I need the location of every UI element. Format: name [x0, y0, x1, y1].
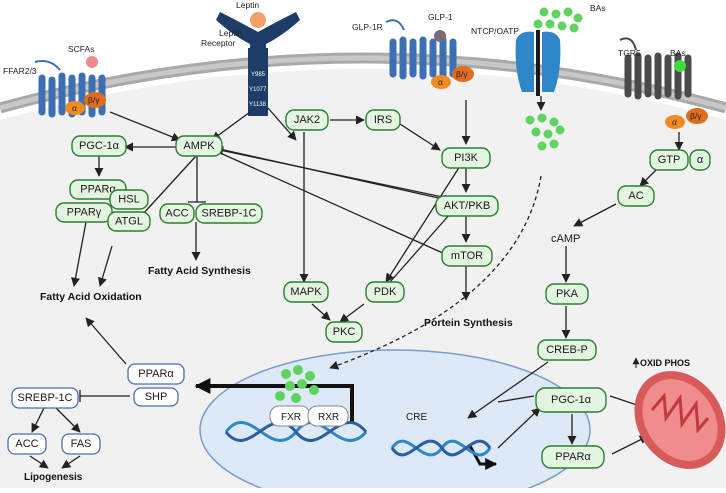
tgr5-label: TGR5 — [618, 48, 641, 58]
cre-label: CRE — [406, 412, 427, 423]
node-atgl: ATGL — [107, 211, 151, 232]
svg-text:PKA: PKA — [556, 288, 579, 300]
lipogenesis-label: Lipogenesis — [24, 472, 83, 483]
svg-text:CREB-P: CREB-P — [546, 344, 588, 356]
bas-tgr5-label: BAs — [670, 48, 686, 58]
glp1r-receptor-icon — [385, 19, 474, 89]
svg-text:SREBP-1C: SREBP-1C — [17, 392, 72, 404]
node-gtp-alpha: α — [689, 149, 711, 171]
node-ppara-lower: PPARα — [127, 363, 185, 385]
dna-fxr-icon — [224, 365, 368, 442]
svg-text:MAPK: MAPK — [290, 286, 322, 298]
y985-label: Y985 — [251, 72, 266, 78]
leptin-label: Leptin — [236, 0, 259, 10]
leptin-receptor-icon — [216, 12, 300, 116]
y1077-label: Y1077 — [249, 87, 267, 93]
svg-text:HSL: HSL — [118, 194, 139, 206]
rxr-label: RXR — [318, 412, 339, 423]
svg-text:α: α — [697, 154, 704, 166]
glp1-label: GLP-1 — [428, 12, 453, 22]
node-pparg: PPARγ — [55, 202, 113, 223]
fatty-acid-oxidation-label: Fatty Acid Oxidation — [40, 291, 142, 303]
svg-text:FAS: FAS — [71, 438, 92, 450]
node-pdk: PDK — [365, 281, 405, 303]
fxr-output-arrow — [194, 378, 354, 424]
dna-cre-icon — [390, 439, 492, 457]
svg-text:SHP: SHP — [145, 391, 168, 403]
svg-text:AC: AC — [628, 190, 643, 202]
svg-text:PDK: PDK — [374, 286, 397, 298]
svg-text:JAK2: JAK2 — [294, 114, 320, 126]
y1138-label: Y1138 — [249, 102, 267, 108]
node-mapk: MAPK — [283, 281, 329, 303]
svg-text:PPARγ: PPARγ — [67, 207, 102, 219]
scfas-label: SCFAs — [68, 44, 94, 54]
node-shp: SHP — [133, 387, 179, 407]
svg-text:AKT/PKB: AKT/PKB — [444, 200, 490, 212]
camp-label: cAMP — [551, 233, 580, 245]
node-srebp-lower: SREBP-1C — [11, 387, 79, 409]
svg-text:IRS: IRS — [374, 114, 392, 126]
glp1r-beta-label: β/γ — [456, 69, 468, 79]
ntcp-label: NTCP/OATP — [471, 26, 519, 36]
node-srebp-mid: SREBP-1C — [195, 203, 263, 224]
svg-text:AMPK: AMPK — [183, 140, 215, 152]
fatty-acid-synthesis-label: Fatty Acid Synthesis — [148, 265, 251, 277]
node-irs: IRS — [365, 109, 401, 131]
node-acc-lower: ACC — [7, 433, 47, 455]
bas-top-label: BAs — [590, 3, 606, 13]
node-crebp: CREB-P — [537, 339, 597, 361]
node-akt: AKT/PKB — [435, 195, 499, 217]
ffar-beta-label: β/γ — [88, 95, 100, 105]
tgr5-alpha-label: α — [672, 117, 677, 127]
svg-text:mTOR: mTOR — [451, 250, 483, 262]
tgr5-beta-label: β/γ — [690, 111, 702, 121]
node-ac: AC — [617, 185, 655, 207]
node-mtor: mTOR — [441, 245, 493, 267]
glp1r-alpha-label: α — [438, 77, 443, 87]
svg-text:ACC: ACC — [165, 208, 188, 220]
svg-text:PPARα: PPARα — [138, 368, 174, 380]
svg-text:PPARα: PPARα — [80, 184, 116, 196]
svg-text:PGC-1α: PGC-1α — [551, 394, 592, 406]
node-pgc1a-right: PGC-1α — [535, 387, 607, 413]
node-fas-lower: FAS — [61, 433, 101, 455]
node-pi3k: PI3K — [441, 147, 491, 169]
tgr5-receptor-icon — [619, 37, 708, 129]
svg-text:PI3K: PI3K — [454, 152, 479, 164]
node-gtp: GTP — [649, 149, 689, 171]
ntcp-transporter-icon — [515, 30, 561, 96]
svg-text:PPARα: PPARα — [555, 451, 591, 463]
protein-synthesis-label: Portein Synthesis — [424, 317, 513, 329]
svg-text:GTP: GTP — [658, 154, 681, 166]
node-ppara-right: PPARα — [541, 445, 605, 469]
oxid-phos-label: OXID PHOS — [640, 358, 690, 368]
bile-acid-dots-icon — [525, 7, 583, 151]
node-pka: PKA — [545, 283, 589, 305]
pathway-arrows — [29, 96, 684, 469]
node-pkc: PKC — [325, 321, 363, 343]
node-hsl: HSL — [109, 189, 149, 210]
node-pgc1a-left: PGC-1α — [71, 135, 127, 157]
ffar-receptor-icon — [34, 56, 106, 118]
fxr-label: FXR — [281, 412, 301, 423]
ffar-label: FFAR2/3 — [3, 66, 37, 76]
svg-text:ATGL: ATGL — [115, 216, 143, 228]
svg-text:ACC: ACC — [15, 438, 38, 450]
svg-text:SREBP-1C: SREBP-1C — [201, 208, 256, 220]
mitochondrion-icon — [634, 371, 726, 469]
svg-text:PGC-1α: PGC-1α — [79, 140, 120, 152]
ffar-alpha-label: α — [72, 103, 77, 113]
node-jak2: JAK2 — [285, 109, 329, 131]
glp1r-label: GLP-1R — [352, 22, 383, 32]
node-ampk: AMPK — [175, 135, 223, 157]
svg-text:PKC: PKC — [333, 326, 356, 338]
node-acc-mid: ACC — [159, 203, 195, 224]
